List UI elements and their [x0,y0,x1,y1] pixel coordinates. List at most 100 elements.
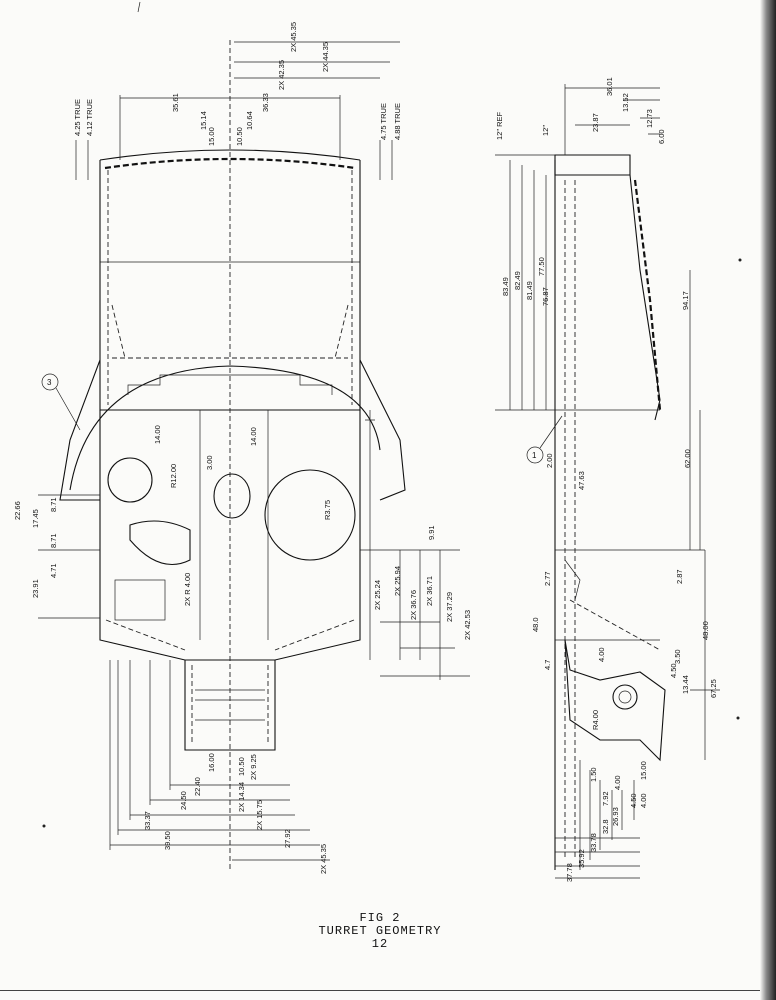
trunnion-pin-inner [618,690,632,704]
dim-line-right [360,549,470,677]
dim-text: 8.71 [49,533,58,548]
turret-ring-arc [69,365,381,491]
scan-dot [736,716,740,720]
dim-text: 4.71 [49,563,58,578]
stub-dash [191,665,269,745]
dim-text: 14.00 [153,425,162,444]
trunnion-pin [612,684,638,710]
dim-text: 10.64 [245,111,254,130]
dim-text: 4.7 [543,660,552,670]
true-dim-ext [75,140,393,180]
dim-text: 36.01 [605,77,614,96]
dim-text: 15.00 [639,761,648,780]
dim-text: 1.50 [589,767,598,782]
dim-text: 37.78 [565,863,574,882]
dim-text: 2X 42.35 [277,60,286,90]
dim-line-left [495,154,555,411]
dim-text: 2X R 4.00 [183,573,192,606]
dim-text: 76.87 [541,287,550,306]
dim-text: 2X 42.53 [463,610,472,640]
dim-text: 2.00 [545,453,554,468]
dim-text: 2X 25.94 [393,566,402,596]
dim-text: R3.75 [323,500,332,520]
dim-text: 4.12 TRUE [85,99,94,136]
bottom-stub [184,660,276,751]
callout-bubble [526,446,544,464]
dim-text: 48.0 [531,617,540,632]
dim-text: 27.92 [283,829,292,848]
hatch-detail [564,559,581,601]
dim-line-right [689,270,720,760]
inner-dash [564,180,576,860]
callout-bubble [41,373,59,391]
scan-edge-shadow [760,0,776,1000]
dim-text: 24.50 [179,791,188,810]
dim-text: 14.00 [249,427,258,446]
inner-dash-walls [107,170,353,405]
dim-text: 35.61 [171,93,180,112]
dim-text: 4.50 [629,793,638,808]
dim-text: 23.87 [591,113,600,132]
dim-text: 3.50 [673,649,682,664]
dim-text: 81.49 [525,281,534,300]
hole-r12 [107,457,153,503]
lower-lines [555,549,705,641]
dim-text: 39.50 [163,831,172,850]
dim-text: 23.91 [31,579,40,598]
dim-text: R12.00 [169,464,178,488]
dim-text: 13.52 [621,93,630,112]
lower-taper [105,619,355,651]
dim-text: 12.73 [645,109,654,128]
ring-step [127,374,333,395]
dim-text: 62.00 [683,449,692,468]
callout-number: 3 [47,378,52,387]
dim-text: 26.93 [611,807,620,826]
dim-text: 35.92 [577,849,586,868]
front-edge [99,149,361,161]
dim-text: 2X 36.76 [409,590,418,620]
center-channel [199,410,269,640]
dim-text: 32.8 [601,819,610,834]
dim-text: 9.91 [427,525,436,540]
dim-text: 2X 14.34 [237,782,246,812]
taper-dash [111,304,349,359]
dim-text: 4.88 TRUE [393,103,402,140]
dim-text: 2X 25.24 [373,580,382,610]
page-bottom-rule [0,990,776,991]
dim-text: 3.00 [205,455,214,470]
page-number: 12 [371,937,389,951]
dim-text: 10.50 [235,127,244,146]
dim-text: 67.25 [709,679,718,698]
dim-text: 4.00 [613,775,622,790]
front-armor-hatch [104,157,356,170]
dim-line-top2 [234,41,400,79]
hatch-cutout [129,520,191,565]
dim-text: 4.25 TRUE [73,99,82,136]
dim-text: 33.37 [143,811,152,830]
left-view: 2X 45.35 2X 44.35 2X 42.35 36.33 35.61 1… [13,22,472,874]
stub-ribs [195,689,265,721]
dim-text: 2.87 [675,569,684,584]
dim-text: 2X 9.25 [249,754,258,780]
dim-text: R4.00 [591,710,600,730]
trunnion-block [564,639,666,762]
dim-text: 47.63 [577,471,586,490]
dim-text: 17.45 [31,509,40,528]
dim-text: 15.00 [207,127,216,146]
scan-dot [42,824,46,828]
dim-text: 94.17 [681,291,690,310]
dim-ext-bottom [109,660,171,850]
rect-cutout [114,579,166,621]
dim-text: 2X 36.71 [425,576,434,606]
callout-leader [539,415,563,449]
dim-text: 22.66 [13,501,22,520]
dim-text: 2X 45.35 [319,844,328,874]
dim-ext-bottom [579,760,635,870]
dim-text: 15.14 [199,111,208,130]
dim-line-left [38,494,100,619]
dim-text: 13.44 [681,675,690,694]
dim-text: 12" [541,125,550,136]
dim-text: 4.50 [669,663,678,678]
